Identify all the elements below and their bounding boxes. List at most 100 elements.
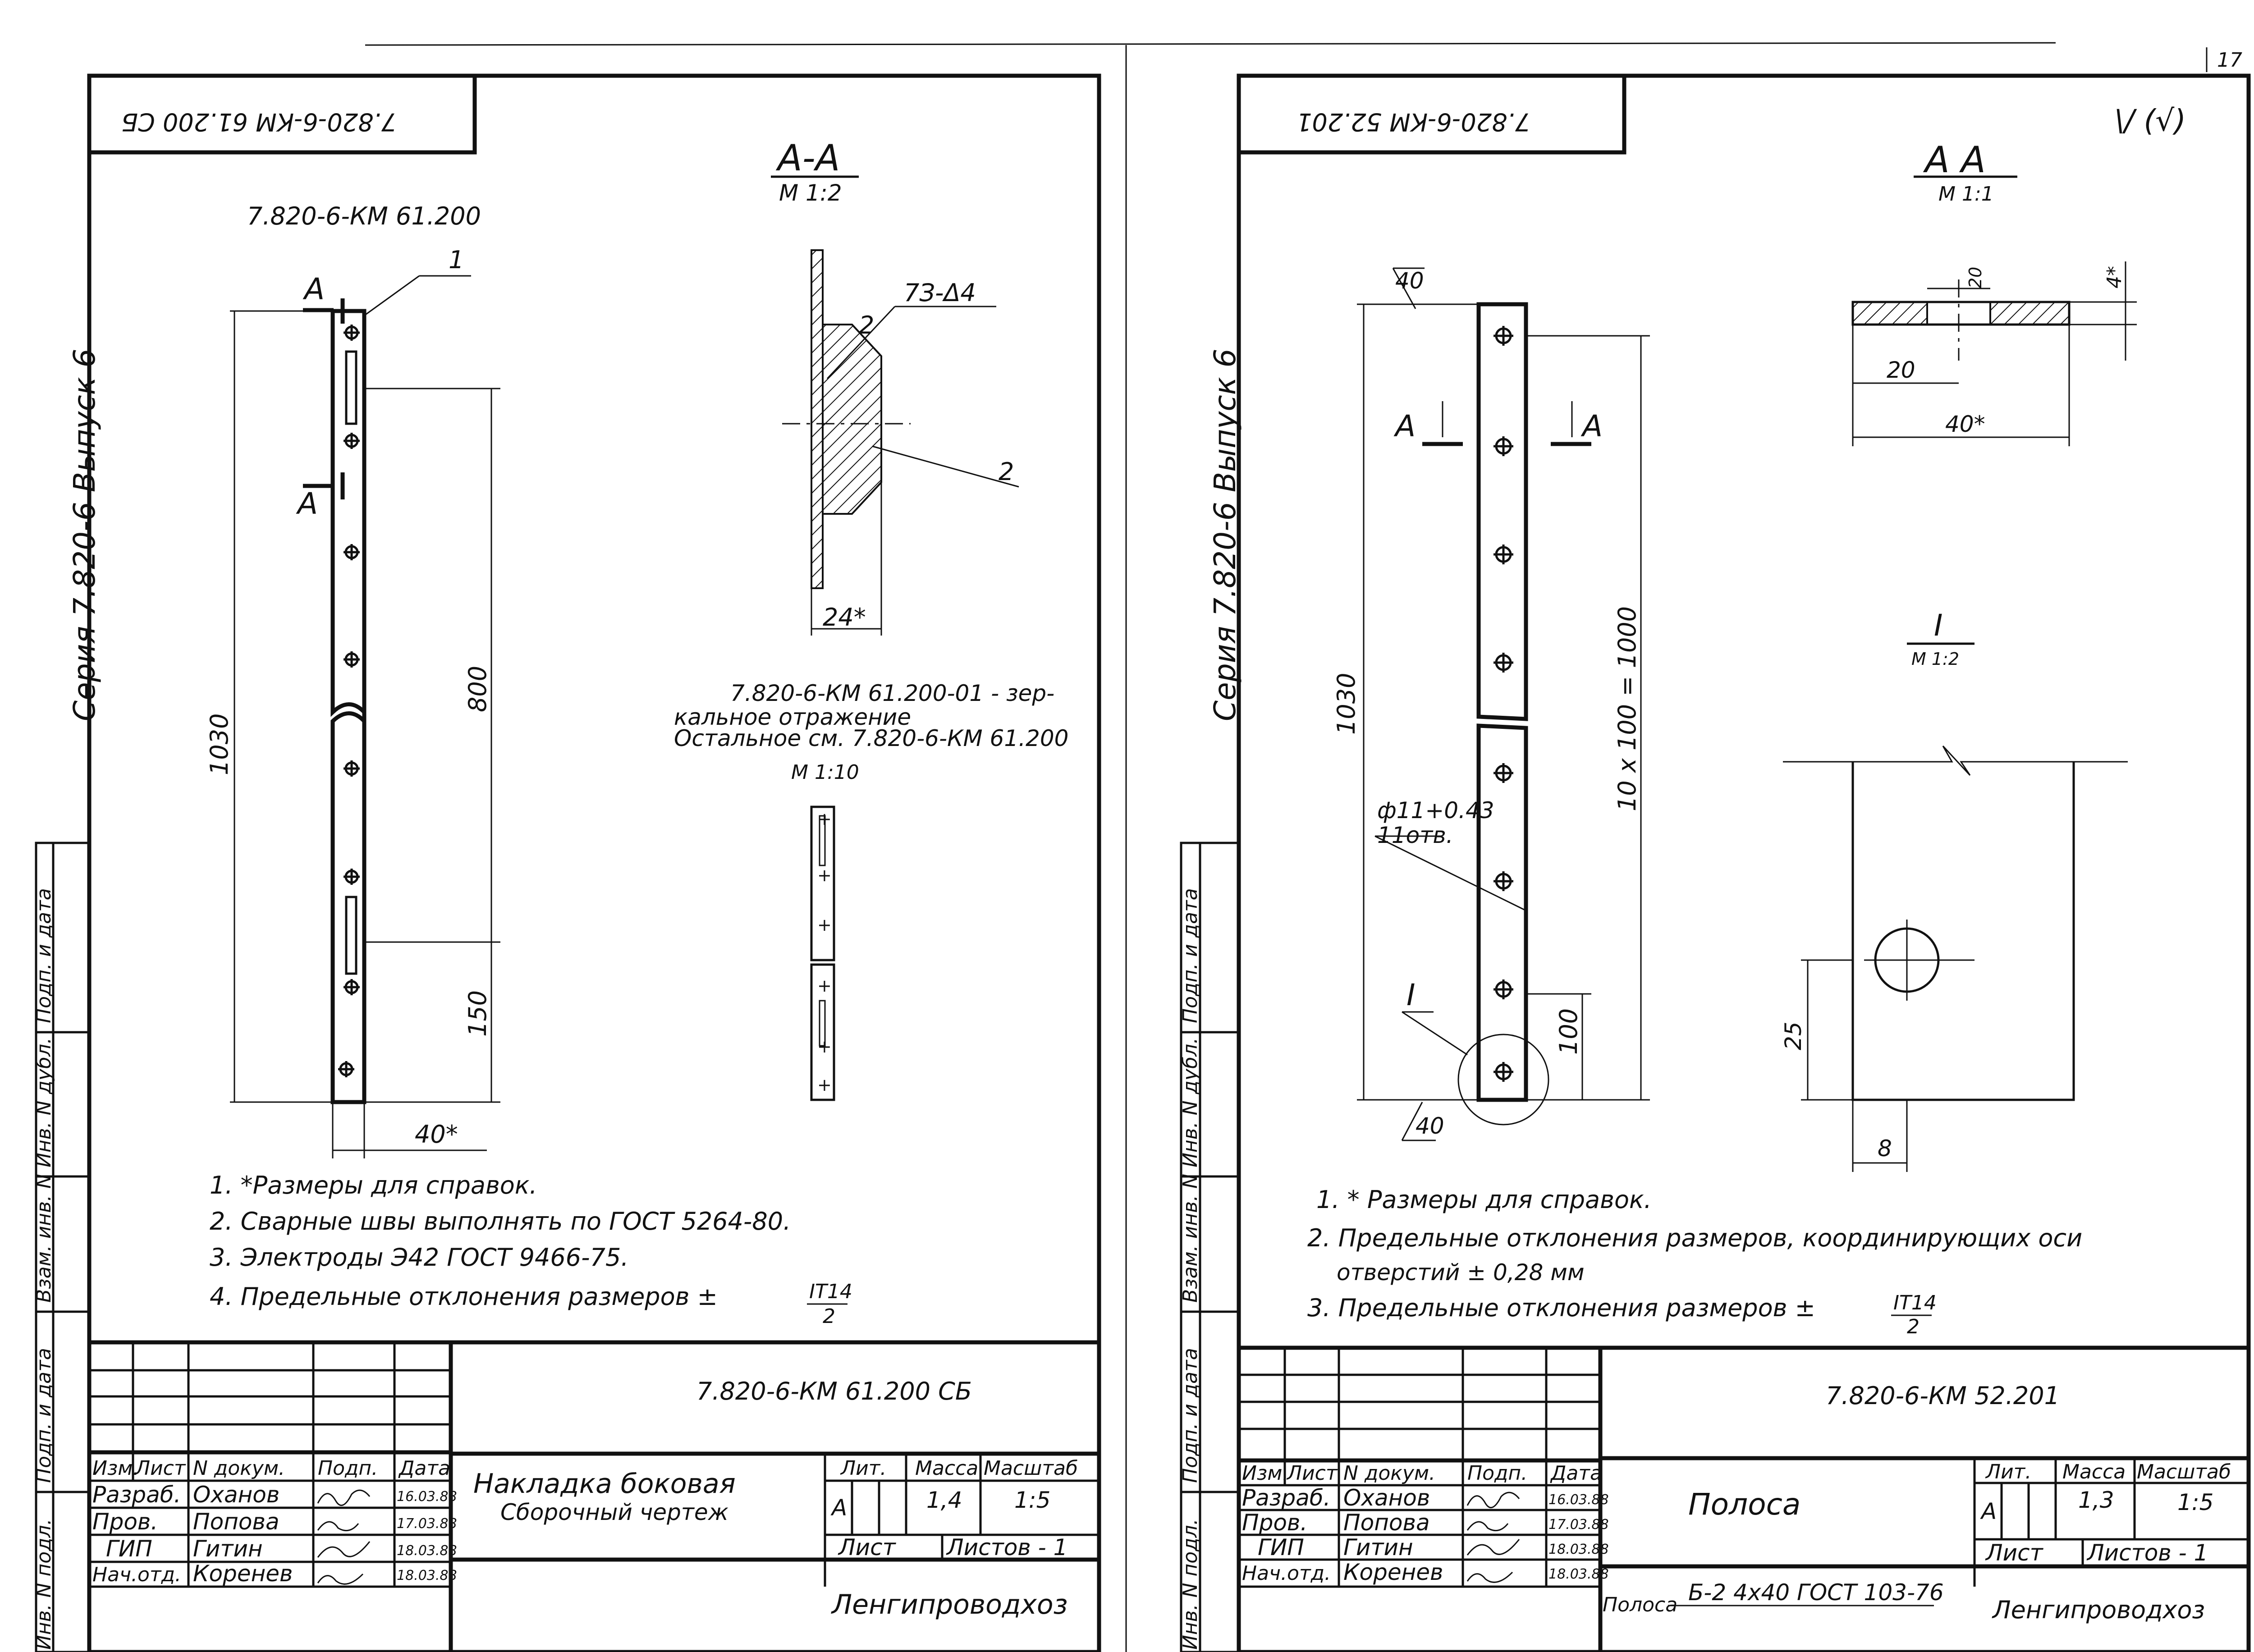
- right-name-4: Коренев: [1343, 1559, 1443, 1585]
- left-dim-150: 150: [463, 990, 492, 1037]
- right-stamp-box: [1237, 73, 1626, 155]
- right-sheet: 7.820-6-КМ 52.201 Серия 7.820-6 Выпуск 6…: [1179, 73, 2251, 1652]
- check-mark: \/ (√): [2114, 103, 2186, 138]
- right-section-letter-r: А: [1581, 409, 1603, 444]
- left-holes: [338, 325, 360, 1077]
- left-name-2: Попова: [193, 1509, 279, 1535]
- left-hdr-list: Лист: [134, 1457, 186, 1480]
- left-tol-num: IT14: [809, 1280, 852, 1303]
- right-section-title: А А: [1923, 139, 1986, 181]
- left-section-scale: М 1:2: [779, 180, 842, 206]
- right-section-scale: М 1:1: [1938, 183, 1994, 206]
- right-stamp-code: 7.820-6-КМ 52.201: [1297, 108, 1530, 136]
- right-dim-1030: 1030: [1332, 673, 1361, 735]
- right-dim-20: 20: [1887, 357, 1915, 383]
- svg-text:+: +: [817, 1075, 832, 1095]
- right-hole-dia: ф11+0.43: [1377, 797, 1494, 824]
- right-date-4: 18.03.88: [1548, 1566, 1609, 1582]
- left-dim-1030: 1030: [205, 714, 234, 775]
- right-name-1: Оханов: [1343, 1485, 1430, 1511]
- right-dim-20-top: 20: [1965, 267, 1985, 288]
- right-sheet-hdr: Лист: [1985, 1540, 2044, 1566]
- right-margin-series: Серия 7.820-6 Выпуск 6: [1208, 348, 1242, 721]
- left-section-letter-top: А: [302, 272, 325, 307]
- right-stamp-inv-podl: Инв. N подл.: [1179, 1519, 1202, 1650]
- svg-text:+: +: [817, 865, 832, 885]
- left-part-2a: 2: [859, 311, 874, 339]
- right-frame: [1237, 73, 2251, 1652]
- right-dim-100: 100: [1554, 1008, 1583, 1055]
- left-dim-40: 40*: [415, 1120, 458, 1149]
- left-hdr-izm: Изм.: [92, 1457, 139, 1480]
- right-side-stamp: [1180, 842, 1240, 1652]
- right-dim-4: 4*: [2103, 266, 2126, 288]
- left-date-4: 18.03.88: [397, 1568, 457, 1583]
- right-sheets-hdr: Листов - 1: [2086, 1540, 2208, 1566]
- right-dim-40s: 40*: [1945, 411, 1985, 437]
- left-mini-bar: + + + + + +: [810, 805, 835, 1101]
- left-role-1: Разраб.: [92, 1482, 181, 1508]
- right-stamp-inv-dubl: Инв. N дубл.: [1179, 1038, 1202, 1167]
- left-side-stamp: [35, 842, 91, 1652]
- left-mini-scale: М 1:10: [791, 761, 859, 784]
- left-mirror-note-2: кальное отражение: [674, 704, 911, 730]
- left-hdr-podp: Подп.: [318, 1457, 378, 1480]
- right-dim-25: 25: [1780, 1021, 1806, 1050]
- left-dim-24: 24*: [823, 603, 866, 632]
- left-stamp-box: [87, 73, 477, 155]
- top-trim-line: [365, 42, 2056, 46]
- left-doc-code: 7.820-6-КМ 61.200 СБ: [696, 1377, 972, 1405]
- left-note-4: 4. Предельные отклонения размеров ±: [210, 1282, 718, 1311]
- left-name-4: Коренев: [193, 1560, 293, 1587]
- right-section-letter-l: А: [1393, 409, 1416, 444]
- left-mirror-note-3: Остальное см. 7.820-6-КМ 61.200: [674, 725, 1069, 751]
- right-date-1: 16.03.88: [1548, 1492, 1609, 1508]
- left-tol-den: 2: [823, 1305, 835, 1328]
- left-date-2: 17.03.88: [397, 1516, 457, 1532]
- right-stamp-podp-2: Подп. и дата: [1179, 1348, 1202, 1483]
- left-stamp-inv-podl: Инв. N подл.: [32, 1519, 55, 1650]
- left-stamp-podp-2: Подп. и дата: [32, 1348, 55, 1483]
- right-date-3: 18.03.88: [1548, 1542, 1609, 1557]
- right-hole-count: 11отв.: [1377, 822, 1453, 848]
- left-sheet: 7.820-6-КМ 61.200 СБ Серия 7.820-6 Выпус…: [32, 73, 1101, 1652]
- left-bar-view: А А 1: [296, 246, 471, 1104]
- left-note-3: 3. Электроды Э42 ГОСТ 9466-75.: [210, 1243, 628, 1272]
- right-hdr-izm: Изм.: [1242, 1462, 1289, 1485]
- left-stamp-vzam: Взам. инв. N: [32, 1174, 55, 1303]
- left-sheets-hdr: Листов - 1: [946, 1534, 1067, 1560]
- svg-text:+: +: [817, 809, 832, 829]
- right-hdr-data: Дата: [1550, 1462, 1602, 1485]
- left-name-1: Оханов: [193, 1482, 279, 1508]
- left-stamp-podp-1: Подп. и дата: [32, 888, 55, 1023]
- right-dim-8: 8: [1878, 1135, 1892, 1162]
- svg-text:+: +: [817, 976, 832, 996]
- right-role-2: Пров.: [1242, 1510, 1307, 1536]
- left-role-4: Нач.отд.: [92, 1563, 181, 1586]
- right-title-block: Изм. Лист N докум. Подп. Дата Разраб. Пр…: [1239, 1345, 2249, 1652]
- left-stamp-code: 7.820-6-КМ 61.200 СБ: [121, 108, 397, 136]
- right-hdr-podp: Подп.: [1467, 1462, 1527, 1485]
- left-note-2: 2. Сварные швы выполнять по ГОСТ 5264-80…: [210, 1207, 791, 1236]
- right-lit: А: [1980, 1498, 1997, 1524]
- right-dim-40-top: 40: [1395, 268, 1424, 294]
- right-tol-num: IT14: [1893, 1291, 1937, 1314]
- page-number: 17: [2217, 49, 2242, 72]
- left-org: Ленгипроводхоз: [831, 1589, 1067, 1620]
- left-stamp-inv-dubl: Инв. N дубл.: [32, 1038, 55, 1167]
- right-role-1: Разраб.: [1242, 1485, 1330, 1511]
- right-stamp-podp-1: Подп. и дата: [1179, 888, 1202, 1023]
- left-signatures: [317, 1489, 371, 1585]
- left-name-line-2: Сборочный чертеж: [500, 1499, 728, 1525]
- right-name-2: Попова: [1343, 1510, 1430, 1536]
- left-section-letter-bot: А: [296, 486, 318, 521]
- right-dim-1000: 10 x 100 = 1000: [1613, 606, 1641, 811]
- left-part-1: 1: [449, 246, 464, 274]
- right-section-aa: А А М 1:1 20 40* 20 4*: [1851, 139, 2137, 446]
- left-slot-upper: [345, 350, 357, 425]
- left-mass: 1,4: [926, 1487, 962, 1513]
- right-tol-den: 2: [1907, 1315, 1920, 1338]
- right-org: Ленгипроводхоз: [1992, 1596, 2205, 1624]
- left-drawing-ref: 7.820-6-КМ 61.200: [247, 202, 481, 230]
